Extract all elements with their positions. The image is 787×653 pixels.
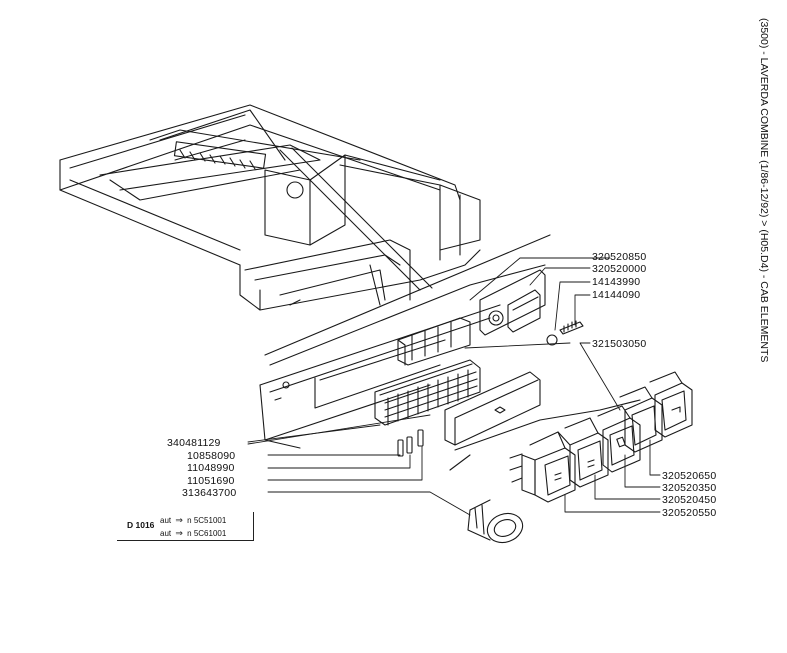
arrow-icon: ⇒ [175,515,183,525]
part-number: 320520650 [662,470,717,482]
part-number: 11048990 [187,462,235,474]
part-number: 321503050 [592,338,647,350]
part-number: 320520450 [662,494,717,506]
part-number: 14144090 [592,289,641,301]
switch-strip-drawing [397,317,471,366]
part-number: 11051690 [187,475,235,487]
rocker-switches-drawing [509,371,693,503]
part-number: 10858090 [187,450,236,462]
small-fuses-drawing [397,429,424,457]
part-number: 320520850 [592,251,647,263]
part-number: 14143990 [592,276,641,288]
reference-code: D 1016 [127,520,155,530]
arrow-icon: ⇒ [175,528,183,538]
fuse-cover-drawing [444,371,541,446]
part-number: 320520550 [662,507,717,519]
part-number: 313643700 [182,487,237,499]
cab-structure-drawing [59,104,641,471]
part-number: 320520000 [592,263,647,275]
fuse-box-drawing [374,359,481,426]
relay-panel-drawing [479,269,546,336]
cigar-lighter-drawing [467,499,524,544]
reference-line: aut ⇒ n 5C61001 [160,528,227,538]
diagram-caption: (3500) - LAVERDA COMBINE (1/86-12/92) > … [758,18,770,363]
part-number: 340481129 [167,437,221,449]
reference-line: aut ⇒ n 5C51001 [160,515,227,525]
leader-lines [247,257,661,516]
part-number: 320520350 [662,482,717,494]
serial-reference-box [117,512,254,541]
screw-drawing [546,320,584,346]
